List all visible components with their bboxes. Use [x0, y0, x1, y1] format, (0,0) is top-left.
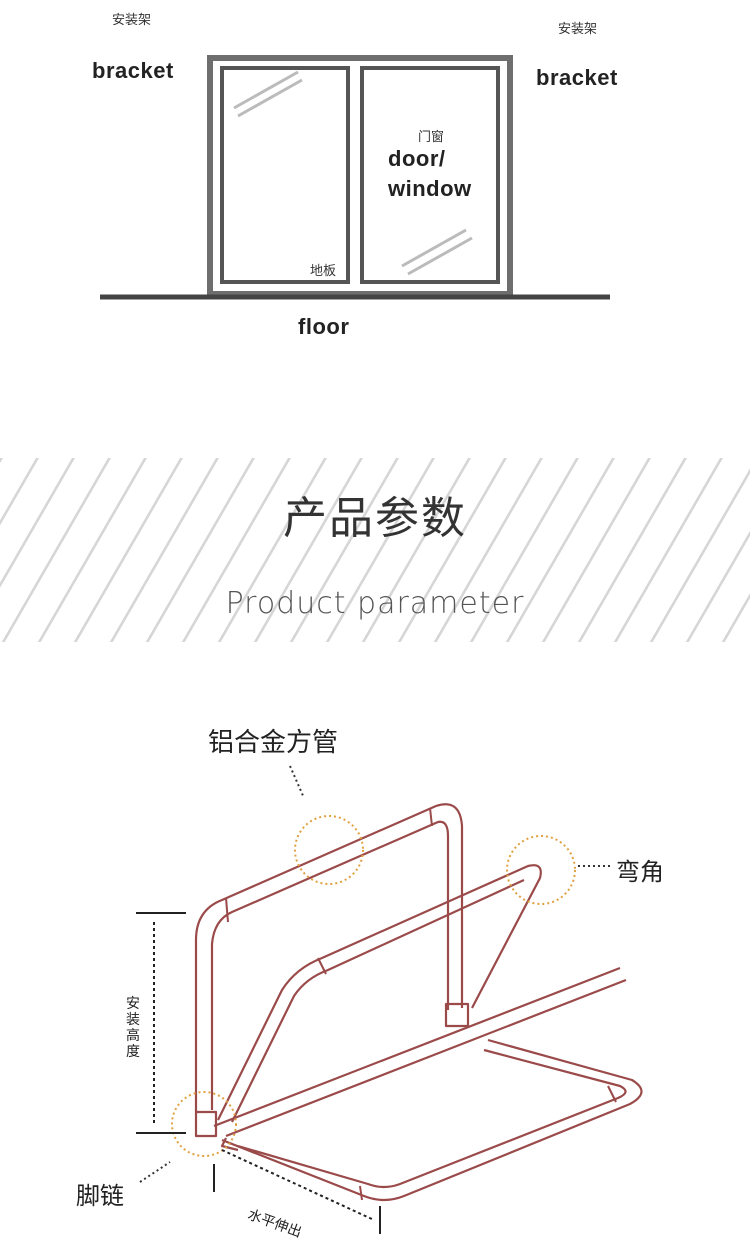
door-panel-right	[360, 66, 500, 284]
door-en-line1: door/	[388, 146, 446, 171]
glass-reflection	[407, 236, 473, 276]
banner-subtitle: Product parameter	[225, 586, 525, 621]
glass-reflection	[237, 78, 303, 118]
hinge-label: 脚链	[76, 1182, 124, 1210]
hinge-shape	[220, 1137, 239, 1152]
mid-frame-inner	[231, 879, 525, 1123]
base-frame-inner	[237, 1048, 627, 1189]
door-cn: 门窗	[418, 130, 445, 145]
height-dimension	[136, 912, 186, 1134]
back-frame-inner	[210, 820, 450, 1110]
tube-label: 铝合金方管	[208, 728, 339, 758]
hinge-right	[444, 1002, 470, 1028]
glass-reflection	[401, 228, 467, 268]
hinge-circle	[171, 1091, 237, 1157]
corner-circle	[506, 835, 576, 905]
floor-en: floor	[298, 314, 350, 339]
extend-dimension	[213, 1149, 381, 1234]
hinge-leader	[139, 1161, 171, 1183]
bracket-cn-right: 安装架	[558, 22, 598, 37]
bracket-cn-left: 安装架	[112, 13, 152, 28]
corner-label: 弯角	[616, 858, 664, 886]
floor-cn: 地板	[310, 264, 337, 279]
banner-stripes	[0, 458, 750, 642]
tube-circle	[294, 815, 364, 885]
door-frame-outer	[207, 55, 513, 297]
tube-leader	[289, 765, 305, 799]
glass-reflection	[233, 70, 299, 110]
door-panel-left	[220, 66, 350, 284]
bracket-en-right: bracket	[536, 65, 618, 90]
banner-title: 产品参数	[283, 493, 467, 544]
banner	[0, 458, 750, 642]
side-rail	[213, 966, 627, 1138]
back-frame-outer	[194, 803, 464, 1112]
height-label: 安装高度	[126, 996, 140, 1060]
hinge-left	[194, 1110, 218, 1138]
mid-frame-outer	[217, 864, 542, 1121]
bracket-en-left: bracket	[92, 58, 174, 83]
door-en-line2: window	[388, 176, 472, 201]
base-frame-outer	[221, 1038, 643, 1202]
